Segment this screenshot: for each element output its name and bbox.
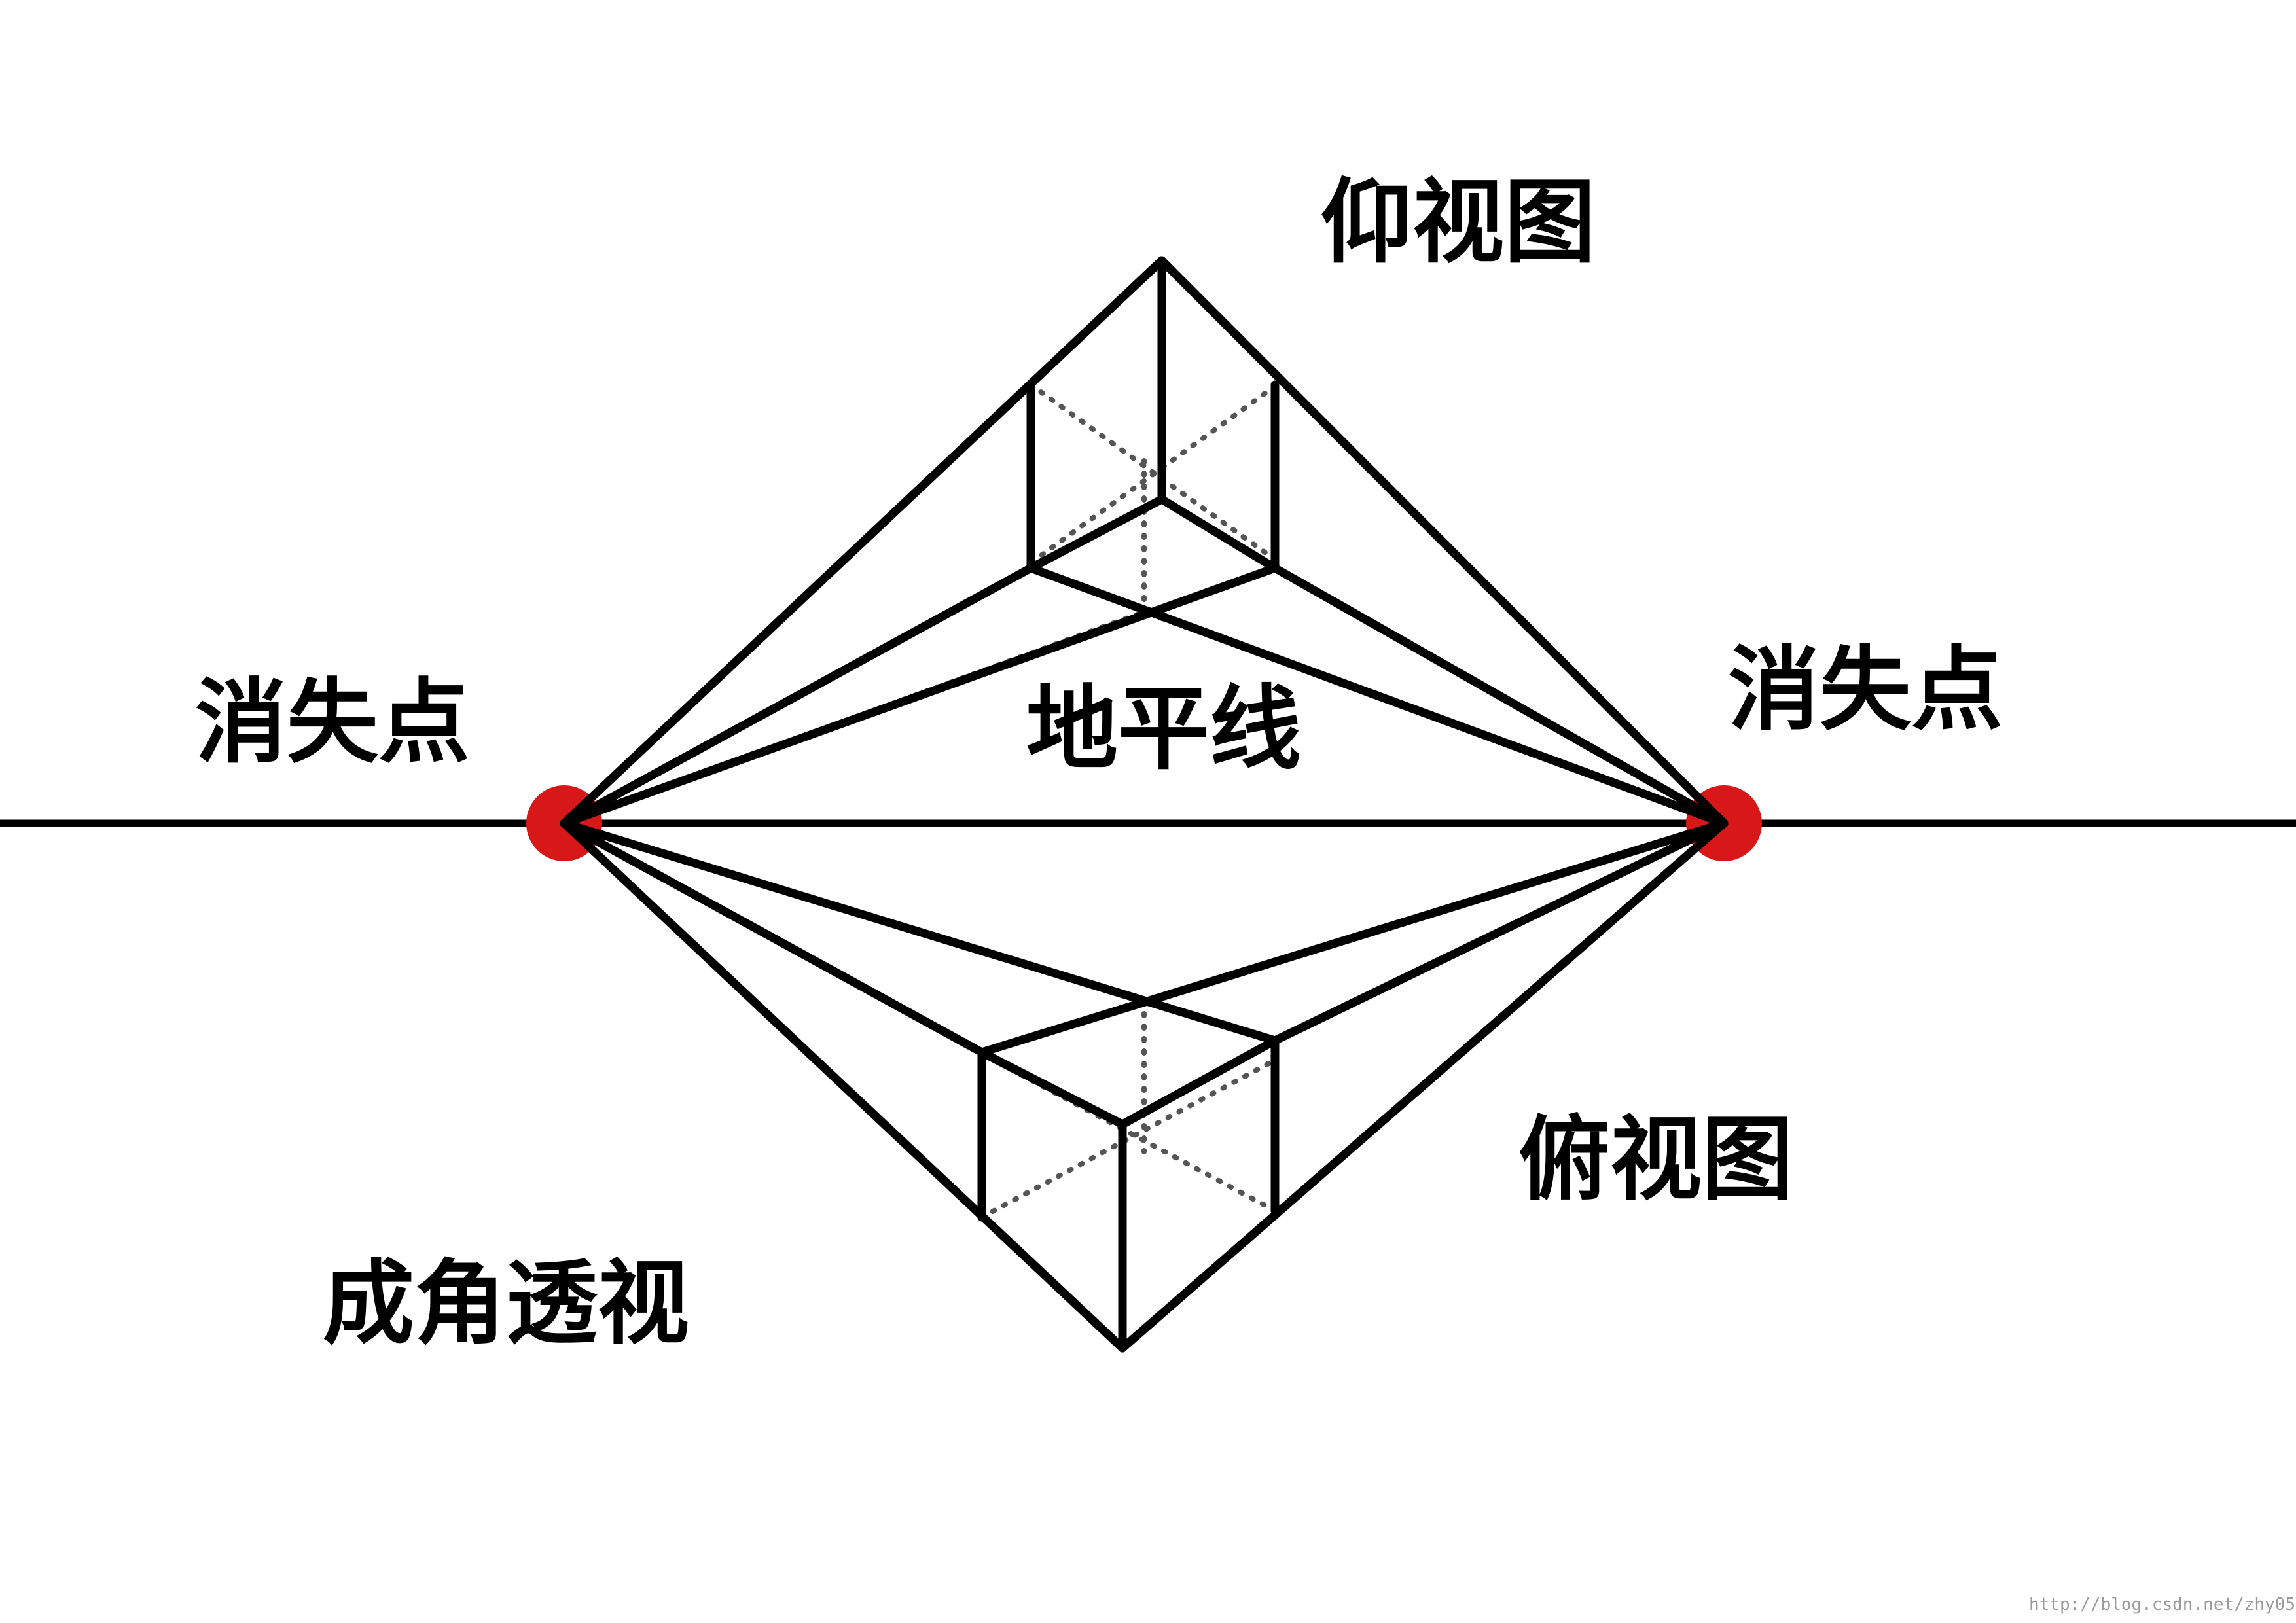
vanishing-line	[1026, 563, 1729, 828]
label-vanishing-point-left: 消失点	[195, 669, 470, 776]
vanishing-line	[977, 819, 1729, 1057]
vanishing-line	[560, 563, 1035, 828]
bottom-line-right	[1118, 819, 1729, 1353]
vanishing-line	[1270, 563, 1729, 828]
upward-view-box	[560, 256, 1729, 828]
downward-view-box	[560, 819, 1729, 1353]
hidden-edge	[979, 1058, 1278, 1220]
box-edge	[1026, 495, 1166, 573]
hidden-edge	[1028, 383, 1278, 565]
box-edge	[1157, 495, 1280, 573]
label-vanishing-point-right: 消失点	[1728, 637, 2003, 743]
label-two-point-perspective: 成角透视	[323, 1251, 689, 1357]
apex-line-right	[1157, 256, 1729, 828]
box-edge	[977, 1048, 1127, 1129]
bottom-line-left	[560, 819, 1127, 1353]
label-upward-view: 仰视图	[1321, 169, 1596, 276]
label-horizon-line: 地平线	[1026, 676, 1301, 783]
box-edge	[1118, 1036, 1280, 1129]
vanishing-line	[560, 819, 1280, 1045]
vanishing-line	[1270, 819, 1729, 1045]
apex-line-left	[560, 256, 1166, 828]
label-downward-view: 俯视图	[1518, 1107, 1793, 1213]
vanishing-line	[560, 819, 986, 1057]
watermark: http://blog.csdn.net/zhy0509	[2029, 1595, 2296, 1614]
